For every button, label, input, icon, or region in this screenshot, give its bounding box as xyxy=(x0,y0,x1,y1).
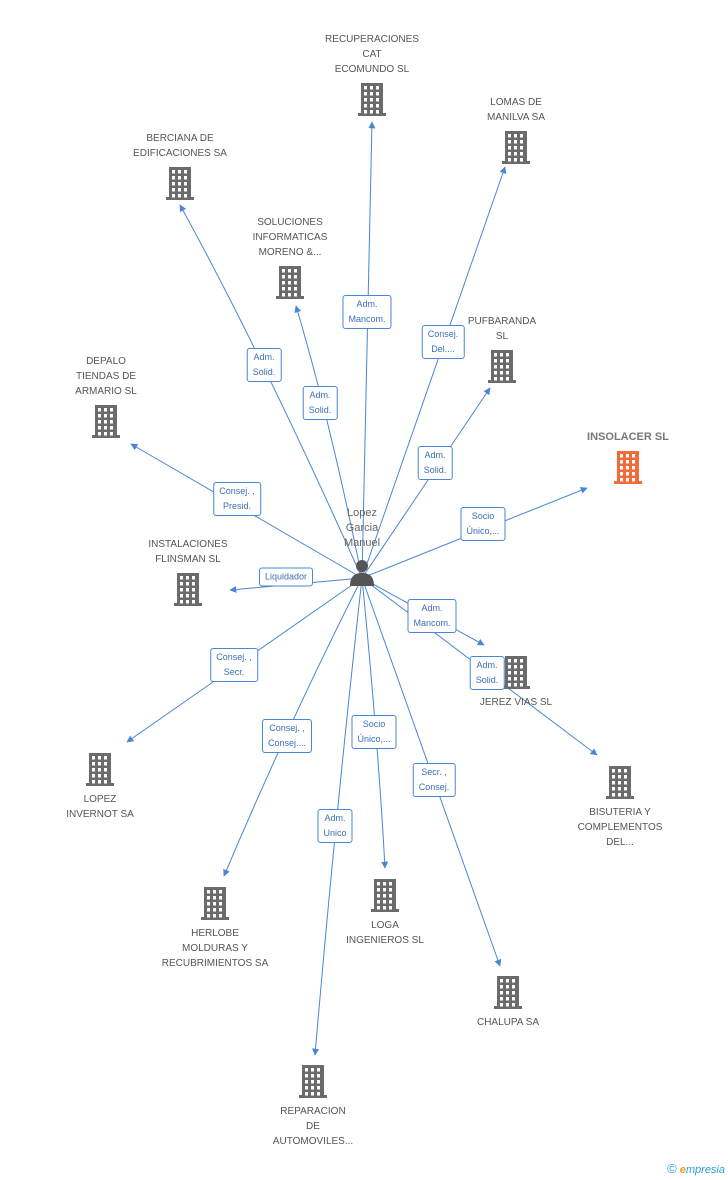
brand-initial: e xyxy=(679,1164,686,1176)
company-node-depalo[interactable]: DEPALO TIENDAS DE ARMARIO SL xyxy=(31,354,181,438)
company-node-insolacer[interactable]: INSOLACER SL xyxy=(553,430,703,484)
building-icon xyxy=(614,451,642,484)
company-node-pufbaranda[interactable]: PUFBARANDA SL xyxy=(427,314,577,383)
edge-pufbaranda xyxy=(361,387,491,579)
building-icon xyxy=(606,766,634,799)
role-label-pufbaranda[interactable]: Adm. Solid. xyxy=(417,446,453,480)
copyright-symbol: © xyxy=(667,1161,677,1176)
company-name: RECUPERACIONES CAT ECOMUNDO SL xyxy=(325,34,419,75)
company-name: PUFBARANDA SL xyxy=(467,316,537,342)
footer-brand: ©empresia xyxy=(667,1161,725,1176)
company-node-berciana[interactable]: BERCIANA DE EDIFICACIONES SA xyxy=(105,131,255,200)
company-node-soluciones[interactable]: SOLUCIONES INFORMATICAS MORENO &... xyxy=(215,215,365,299)
edge-lomas xyxy=(361,166,507,579)
building-icon xyxy=(92,405,120,438)
building-icon xyxy=(166,167,194,200)
company-name: LOPEZ INVERNOT SA xyxy=(66,794,134,820)
role-label-insolacer[interactable]: Socio Único,... xyxy=(460,507,506,541)
company-name: BERCIANA DE EDIFICACIONES SA xyxy=(133,133,227,159)
role-label-lomas[interactable]: Consej. Del.... xyxy=(421,325,465,359)
building-icon xyxy=(201,887,229,920)
building-icon xyxy=(174,573,202,606)
edge-recuperaciones xyxy=(361,121,376,579)
role-label-depalo[interactable]: Consej. , Presid. xyxy=(213,482,261,516)
person-icon xyxy=(350,560,374,586)
role-label-lopez-invernot[interactable]: Consej. , Secr. xyxy=(210,648,258,682)
person-name: Lopez Garcia Manuel xyxy=(343,507,381,549)
role-label-chalupa[interactable]: Secr. , Consej. xyxy=(412,763,456,797)
company-node-instalaciones[interactable]: INSTALACIONES FLINSMAN SL xyxy=(113,537,263,606)
building-icon xyxy=(276,266,304,299)
company-name: LOMAS DE MANILVA SA xyxy=(487,97,545,123)
building-icon xyxy=(502,656,530,689)
edge-soluciones xyxy=(294,305,363,579)
role-label-reparacion[interactable]: Adm. Unico xyxy=(317,809,353,843)
company-name: JEREZ VIAS SL xyxy=(479,697,553,708)
building-icon xyxy=(86,753,114,786)
company-name: INSOLACER SL xyxy=(587,431,669,443)
role-label-berciana[interactable]: Adm. Solid. xyxy=(246,348,282,382)
building-icon xyxy=(358,83,386,116)
role-label-loga[interactable]: Socio Único,... xyxy=(351,715,397,749)
person-node[interactable]: Lopez Garcia Manuel xyxy=(322,506,402,587)
role-label-jerez[interactable]: Adm. Solid. xyxy=(469,656,505,690)
company-name: CHALUPA SA xyxy=(476,1017,540,1028)
role-label-herlobe[interactable]: Consej. , Consej.... xyxy=(261,719,313,753)
company-node-loga[interactable]: LOGA INGENIEROS SL xyxy=(310,878,460,948)
company-node-reparacion[interactable]: REPARACION DE AUTOMOVILES... xyxy=(238,1064,388,1149)
role-label-jerez[interactable]: Adm. Mancom. xyxy=(407,599,457,633)
brand-name: mpresia xyxy=(685,1164,725,1176)
company-name: INSTALACIONES FLINSMAN SL xyxy=(148,539,228,565)
building-icon xyxy=(371,879,399,912)
company-name: HERLOBE MOLDURAS Y RECUBRIMIENTOS SA xyxy=(161,928,269,969)
company-name: DEPALO TIENDAS DE ARMARIO SL xyxy=(75,356,137,397)
role-label-soluciones[interactable]: Adm. Solid. xyxy=(302,386,338,420)
role-label-instalaciones[interactable]: Liquidador xyxy=(258,567,314,587)
building-icon xyxy=(299,1065,327,1098)
building-icon xyxy=(488,350,516,383)
building-icon xyxy=(502,131,530,164)
company-name: BISUTERIA Y COMPLEMENTOS DEL... xyxy=(577,807,663,848)
company-node-chalupa[interactable]: CHALUPA SA xyxy=(433,975,583,1030)
role-label-recuperaciones[interactable]: Adm. Mancom. xyxy=(342,295,392,329)
company-node-lopez-invernot[interactable]: LOPEZ INVERNOT SA xyxy=(25,752,175,822)
company-node-lomas[interactable]: LOMAS DE MANILVA SA xyxy=(441,95,591,164)
company-node-herlobe[interactable]: HERLOBE MOLDURAS Y RECUBRIMIENTOS SA xyxy=(140,886,290,971)
building-icon xyxy=(494,976,522,1009)
company-node-bisuteria[interactable]: BISUTERIA Y COMPLEMENTOS DEL... xyxy=(545,765,695,850)
company-node-recuperaciones[interactable]: RECUPERACIONES CAT ECOMUNDO SL xyxy=(297,32,447,116)
company-name: REPARACION DE AUTOMOVILES... xyxy=(272,1106,354,1147)
company-name: SOLUCIONES INFORMATICAS MORENO &... xyxy=(252,217,328,258)
company-node-jerez[interactable]: JEREZ VIAS SL xyxy=(441,655,591,710)
company-name: LOGA INGENIEROS SL xyxy=(346,920,424,946)
